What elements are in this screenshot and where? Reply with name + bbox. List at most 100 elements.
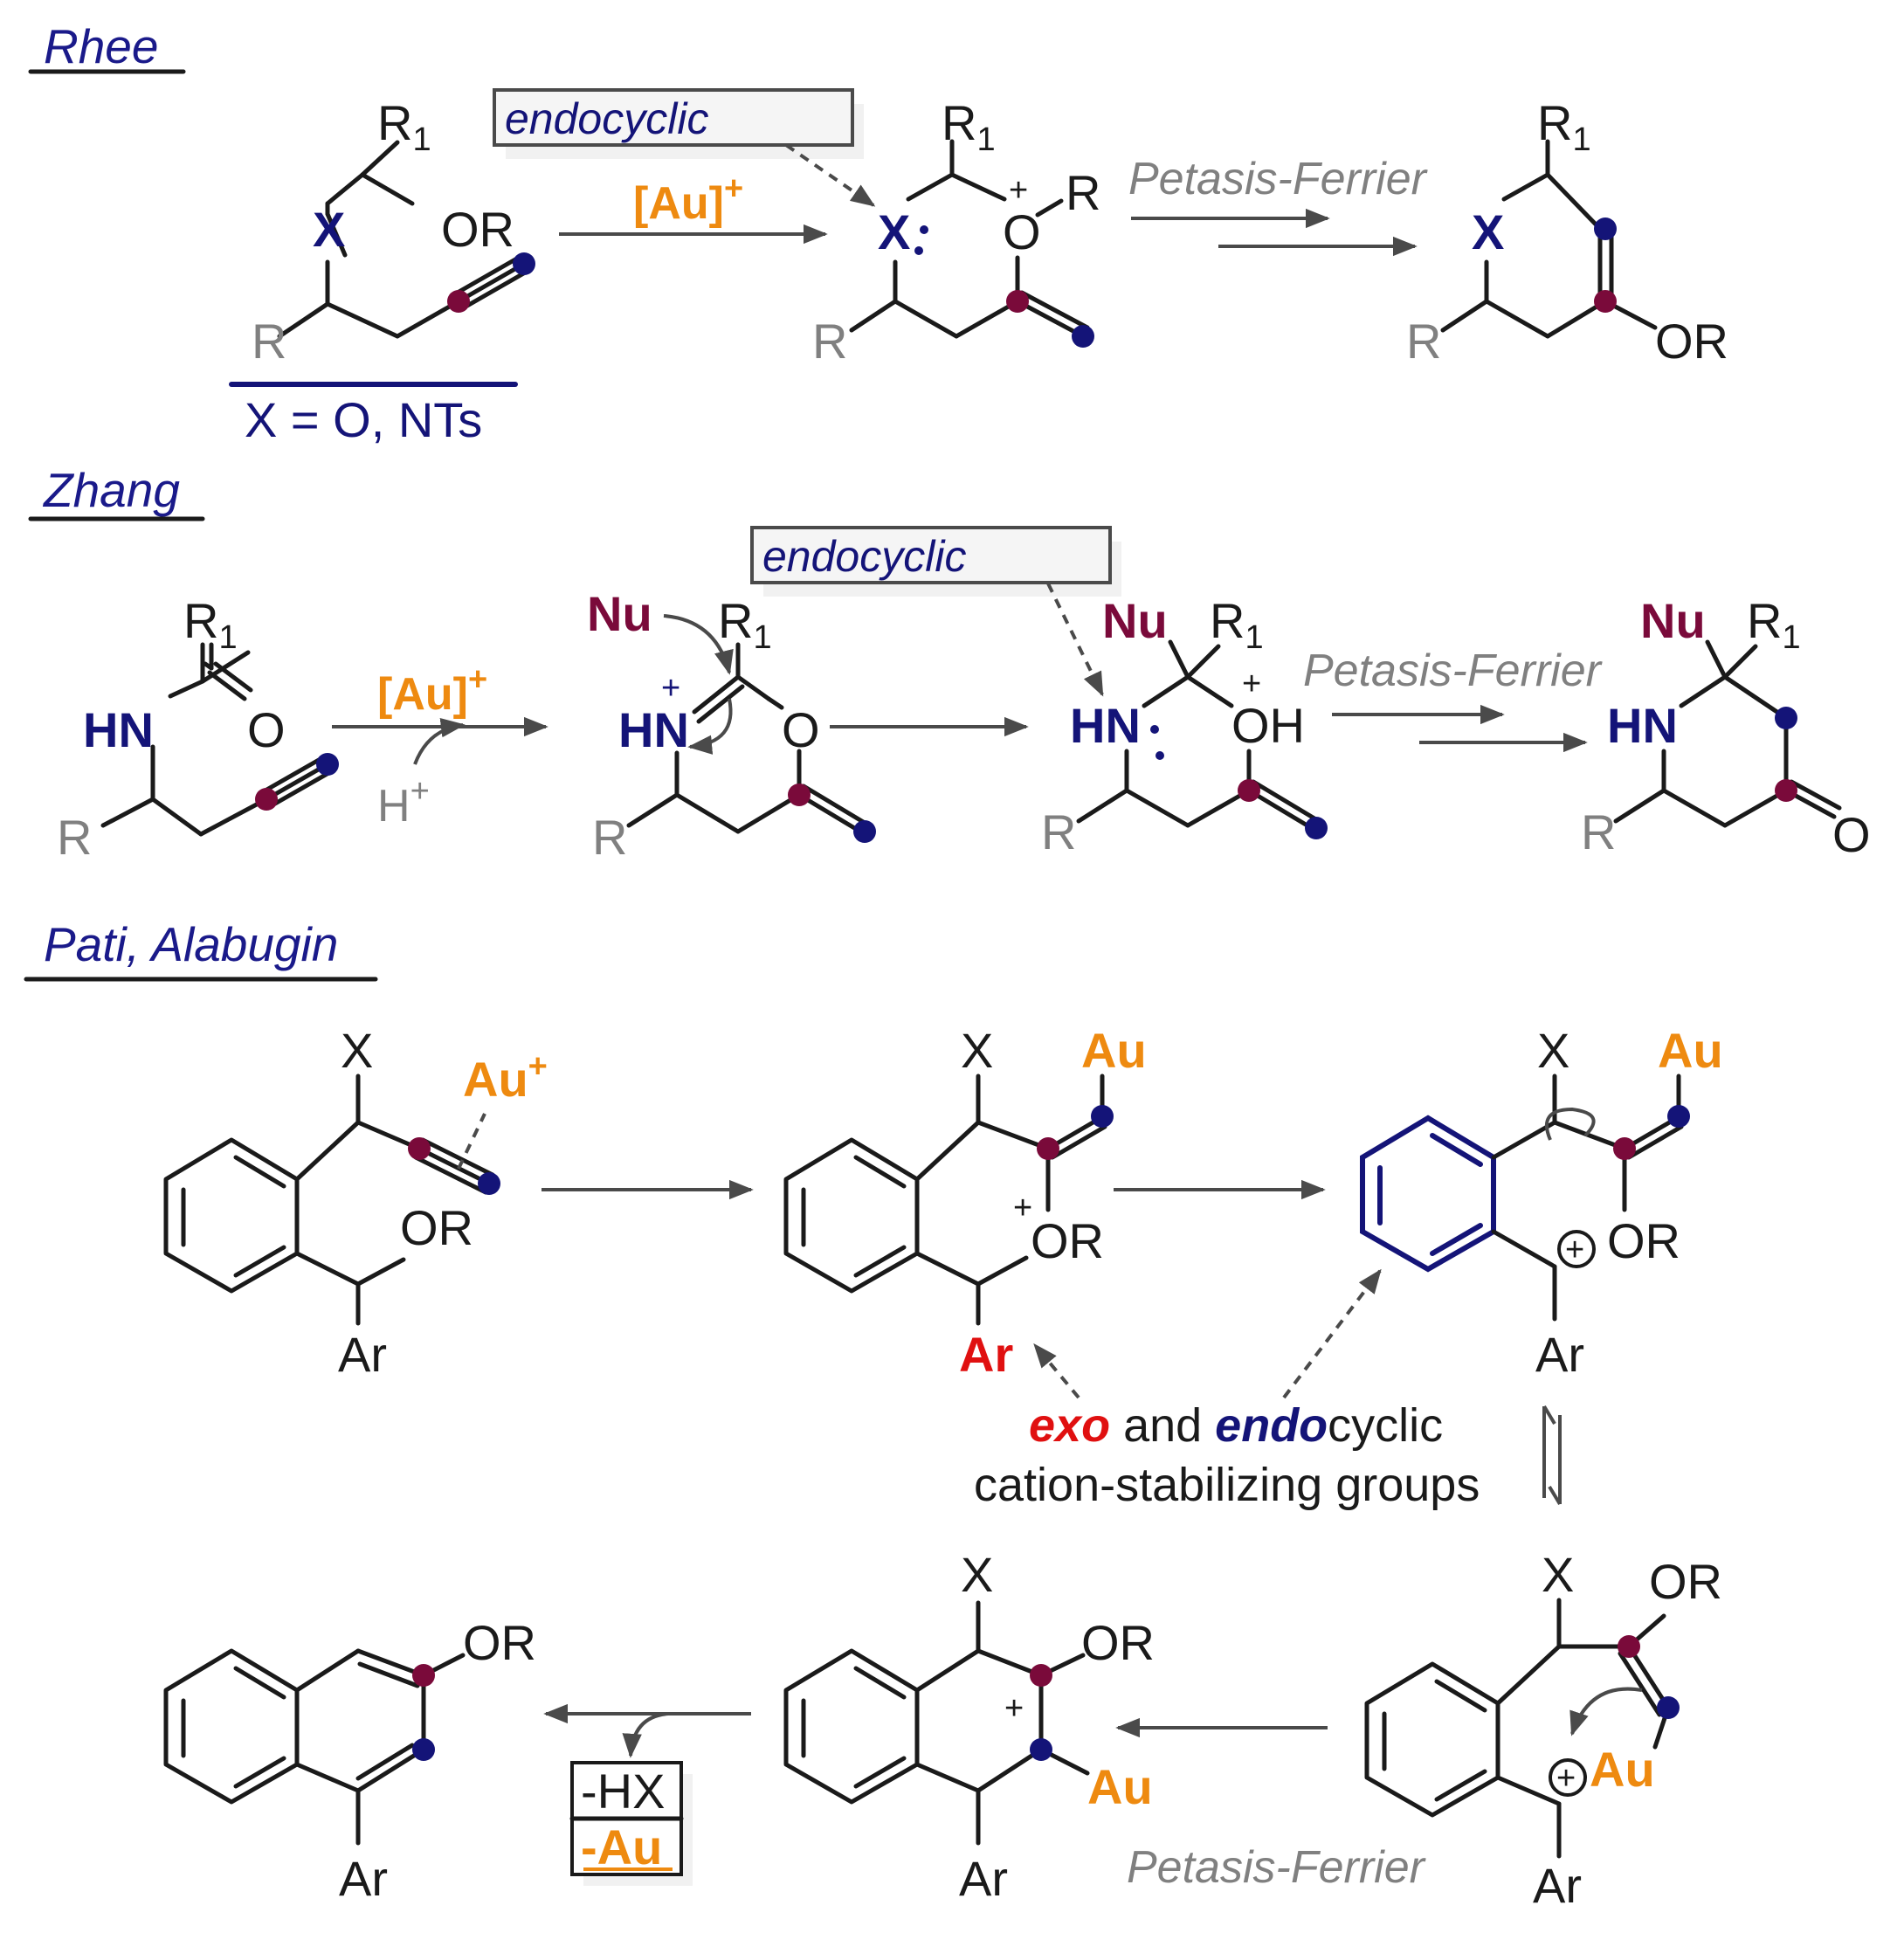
- atom-x-p4: X: [1542, 1547, 1574, 1602]
- atom-au-p3: Au: [1658, 1023, 1723, 1078]
- atom-au-p5: Au: [1087, 1759, 1153, 1814]
- exo-pointer: [1033, 1343, 1080, 1399]
- endocyclic-box-rhee: [493, 88, 854, 147]
- atom-hn-z4: HN: [1607, 698, 1678, 753]
- zhang-product: [1613, 639, 1842, 828]
- atom-nu-z4: Nu: [1640, 593, 1706, 648]
- endocyclic-pointer-zhang: [1046, 583, 1104, 697]
- alkyne-carbon-dot: [447, 290, 470, 313]
- atom-ar-p5: Ar: [959, 1851, 1008, 1906]
- atom-r1-z1: R1: [183, 593, 238, 656]
- heading-pati: Pati, Alabugin: [44, 917, 338, 971]
- petasis-ferrier-zhang: Petasis-Ferrier: [1303, 645, 1604, 696]
- benzylic-charge-p4: +: [1556, 1760, 1576, 1797]
- atom-r-z1: R: [57, 810, 92, 865]
- atom-r: R: [252, 314, 286, 369]
- proton-label: H+: [377, 773, 430, 832]
- atom-ar-p6: Ar: [339, 1851, 388, 1906]
- petasis-ferrier-pati: Petasis-Ferrier: [1127, 1842, 1427, 1893]
- endo-pointer: [1282, 1268, 1382, 1399]
- pati-rotamer: [1364, 1598, 1680, 1859]
- zhang-hemiaminal: [1076, 639, 1328, 839]
- atom-r-z4: R: [1581, 804, 1616, 859]
- terminal-carbon-dot: [513, 252, 535, 275]
- atom-r-z3: R: [1041, 804, 1076, 859]
- oxonium-charge-z3: +: [1242, 666, 1261, 702]
- iminium-charge: +: [661, 670, 680, 707]
- pati-oxocarbenium: [783, 1074, 1114, 1326]
- atom-r1: R1: [377, 95, 431, 158]
- atom-oh-z3: OH: [1231, 698, 1305, 753]
- atom-r1-prod: R1: [1537, 95, 1591, 158]
- atom-x: X: [313, 202, 345, 257]
- atom-r-prod: R: [1406, 314, 1441, 369]
- gold-catalyst-label: [Au]+: [633, 170, 743, 229]
- atom-au-p2: Au: [1081, 1023, 1147, 1078]
- atom-or-p2: OR: [1031, 1213, 1104, 1268]
- atom-o-z4: O: [1832, 807, 1871, 862]
- exo-endo-caption: exo and endocyclic: [1029, 1399, 1443, 1452]
- cation-caption: cation-stabilizing groups: [974, 1459, 1480, 1511]
- atom-or: OR: [441, 202, 514, 257]
- equilibrium-arrow: [1542, 1405, 1562, 1506]
- benzylic-charge-p3: +: [1565, 1232, 1584, 1268]
- proton-curly-arrow: [413, 718, 466, 765]
- petasis-ferrier-rhee: Petasis-Ferrier: [1128, 154, 1429, 204]
- endocyclic-pointer-rhee: [784, 143, 876, 207]
- atom-hn-z2: HN: [618, 702, 689, 757]
- atom-r-on-o: R: [1066, 165, 1100, 220]
- nu-attack-curly-arrow: [663, 614, 734, 675]
- atom-x-p5: X: [961, 1547, 993, 1602]
- rhee-substrate: [277, 140, 535, 339]
- atom-x-p3: X: [1537, 1023, 1569, 1078]
- pati-naphthalene-product: [163, 1648, 466, 1846]
- rhee-product: [1440, 139, 1658, 339]
- atom-x-prod: X: [1472, 204, 1504, 259]
- atom-or-p3: OR: [1607, 1213, 1680, 1268]
- atom-hn-z1: HN: [83, 702, 154, 757]
- oxonium-charge-p2: +: [1013, 1190, 1032, 1226]
- zhang-substrate: [100, 642, 339, 837]
- atom-au-plus-p1: Au+: [463, 1048, 548, 1107]
- endocyclic-label-rhee: endocyclic: [505, 94, 708, 143]
- atom-ar-p1: Ar: [338, 1327, 387, 1382]
- atom-or-prod: OR: [1655, 314, 1728, 369]
- atom-o-z1: O: [247, 702, 286, 757]
- atom-o-int: O: [1003, 204, 1041, 259]
- atom-hn-z3: HN: [1070, 698, 1141, 753]
- atom-au-p4: Au: [1590, 1742, 1655, 1797]
- atom-x-int: X: [878, 204, 910, 259]
- atom-ar-p4: Ar: [1533, 1858, 1582, 1913]
- minus-au-label: -Au: [581, 1819, 662, 1874]
- atom-or-p6: OR: [463, 1615, 536, 1670]
- pati-cyclized-cation: [783, 1600, 1090, 1846]
- endocyclic-box-zhang: [750, 526, 1112, 584]
- atom-r1-int: R1: [942, 95, 996, 158]
- heading-zhang: Zhang: [42, 463, 180, 517]
- atom-x-p1: X: [341, 1023, 373, 1078]
- elimination-curly-arrow: [622, 1712, 669, 1758]
- atom-r1-z2: R1: [718, 593, 772, 656]
- atom-r-int: R: [812, 314, 847, 369]
- gold-catalyst-label-zhang: [Au]+: [377, 661, 487, 720]
- pati-benzylic-cation: [1360, 1074, 1690, 1322]
- carbocation-charge-p5: +: [1004, 1690, 1024, 1727]
- oxonium-charge: +: [1009, 172, 1028, 209]
- endocyclic-label-zhang: endocyclic: [762, 532, 966, 581]
- atom-or-p5: OR: [1081, 1615, 1155, 1670]
- atom-or-p1: OR: [400, 1200, 473, 1255]
- x-definition: X = O, NTs: [245, 392, 482, 447]
- atom-r-z2: R: [592, 810, 627, 865]
- atom-x-p2: X: [961, 1023, 993, 1078]
- heading-rhee: Rhee: [44, 19, 158, 73]
- zhang-iminium: [626, 642, 876, 843]
- atom-r1-z3: R1: [1210, 593, 1264, 656]
- rhee-oxocarbenium: [849, 139, 1094, 348]
- atom-nu-z3: Nu: [1102, 593, 1168, 648]
- iminium-curly-arrow: [687, 698, 733, 755]
- pati-substrate: [163, 1074, 500, 1326]
- atom-ar-p2: Ar: [959, 1327, 1013, 1382]
- atom-o-z2: O: [782, 702, 820, 757]
- minus-hx-label: -HX: [581, 1764, 665, 1819]
